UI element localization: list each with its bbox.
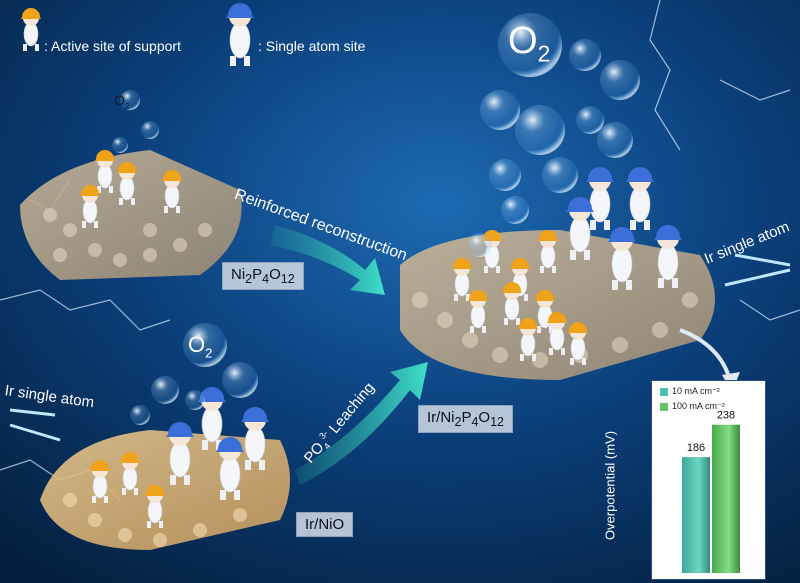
legend-single-atom-label: : Single atom site <box>258 38 366 54</box>
legend-100ma: 100 mA cm⁻² <box>660 401 725 412</box>
chart-y-axis-label: Overpotential (mV) <box>602 430 618 541</box>
chart-pointer-arrow <box>679 328 732 381</box>
bar-10ma <box>682 457 710 573</box>
ir-ni2p4o12-plate <box>400 230 715 380</box>
overpotential-chart: 10 mA cm⁻² 100 mA cm⁻² 186 238 <box>651 380 766 580</box>
reinforced-arrow <box>270 225 385 295</box>
bar-value-label: 238 <box>717 410 735 422</box>
ir-streaks-right <box>724 253 791 287</box>
leaching-arrow <box>295 362 428 485</box>
legend-support-label: : Active site of support <box>44 38 181 54</box>
bar-100ma <box>712 424 740 573</box>
label-ni2p4o12: Ni2P4O12 <box>222 262 304 290</box>
o2-label-top: O2 <box>114 92 130 111</box>
chart-plot: 186 238 <box>682 410 740 573</box>
label-ir-ni2p4o12: Ir/Ni2P4O12 <box>418 405 513 433</box>
label-ir-nio: Ir/NiO <box>296 512 354 537</box>
bar-value-label: 186 <box>687 442 705 454</box>
o2-label-bottom: O2 <box>188 332 213 361</box>
ni2p4o12-plate <box>20 150 242 280</box>
o2-label-large: O2 <box>508 20 551 67</box>
ir-streaks-left <box>9 408 61 442</box>
oxygen-bubbles <box>112 13 640 425</box>
legend-blue-helmet-icon <box>225 2 255 67</box>
legend-10ma: 10 mA cm⁻² <box>660 386 720 397</box>
